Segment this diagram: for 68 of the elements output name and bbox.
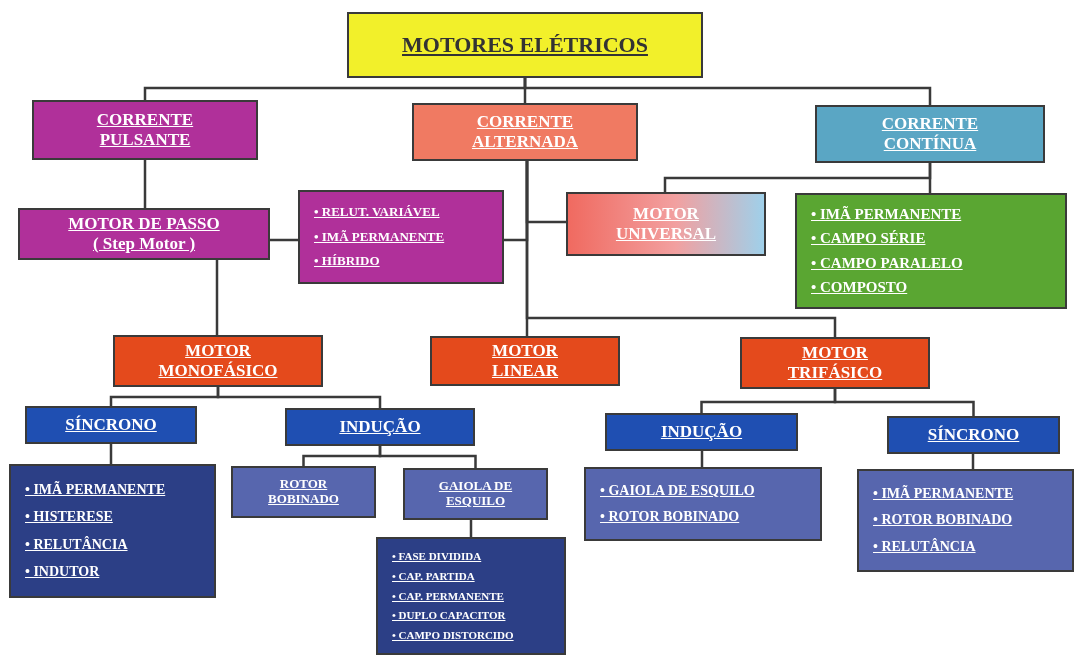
list-box bbox=[857, 469, 1074, 572]
category-box bbox=[231, 466, 376, 518]
box-label: MOTORES ELÉTRICOS bbox=[402, 32, 648, 58]
list-item: • IMÃ PERMANENTE bbox=[25, 481, 166, 498]
connector-line bbox=[525, 161, 837, 337]
category-box bbox=[566, 192, 766, 256]
list-item: • CAMPO DISTORCIDO bbox=[392, 629, 514, 642]
list-item: • RELUTÂNCIA bbox=[873, 539, 976, 556]
category-box bbox=[32, 100, 258, 160]
connector-line bbox=[216, 387, 382, 408]
list-item: • CAMPO SÉRIE bbox=[811, 230, 926, 248]
list-item: • ROTOR BOBINADO bbox=[600, 508, 740, 526]
box-label: SÍNCRONO bbox=[927, 425, 1020, 445]
list-item: • IMÃ PERMANENTE bbox=[873, 485, 1014, 502]
box-label: CORRENTE ALTERNADA bbox=[470, 112, 580, 152]
category-box bbox=[25, 406, 197, 444]
connector-line bbox=[109, 444, 113, 464]
list-item: • HÍBRIDO bbox=[314, 253, 380, 269]
box-label: GAIOLA DE ESQUILO bbox=[437, 479, 514, 509]
list-box bbox=[584, 467, 822, 541]
connector-line bbox=[378, 446, 477, 468]
list-item: • HISTERESE bbox=[25, 509, 113, 526]
box-label: MOTOR DE PASSO bbox=[68, 214, 220, 234]
list-box bbox=[795, 193, 1067, 309]
category-box bbox=[412, 103, 638, 161]
list-item: • FASE DIVIDIDA bbox=[392, 550, 482, 563]
connector-line bbox=[928, 163, 932, 193]
list-item: • INDUTOR bbox=[25, 564, 100, 581]
list-item: • DUPLO CAPACITOR bbox=[392, 609, 506, 623]
box-label: INDUÇÃO bbox=[660, 422, 743, 442]
list-item: • CAP. PARTIDA bbox=[392, 569, 475, 583]
category-box bbox=[347, 12, 703, 78]
connector-line bbox=[833, 389, 975, 416]
box-label: CORRENTE CONTÍNUA bbox=[880, 114, 980, 154]
box-label: INDUÇÃO bbox=[339, 417, 421, 437]
category-box bbox=[887, 416, 1060, 454]
list-item: • CAMPO PARALELO bbox=[811, 254, 963, 272]
list-box bbox=[298, 190, 504, 284]
box-label: MOTOR MONOFÁSICO bbox=[157, 341, 279, 381]
list-item: • IMÃ PERMANENTE bbox=[314, 229, 445, 245]
list-item: • COMPOSTO bbox=[811, 278, 908, 296]
box-label: MOTOR UNIVERSAL bbox=[614, 204, 718, 244]
category-box bbox=[18, 208, 270, 260]
box-label: ( Step Motor ) bbox=[92, 234, 196, 254]
category-box bbox=[815, 105, 1045, 163]
connector-line bbox=[523, 78, 932, 105]
list-item: • RELUT. VARIÁVEL bbox=[314, 205, 440, 221]
category-box bbox=[430, 336, 620, 386]
box-label: ROTOR BOBINADO bbox=[267, 477, 340, 507]
list-item: • GAIOLA DE ESQUILO bbox=[600, 482, 755, 500]
category-box bbox=[740, 337, 930, 389]
box-label: MOTOR TRIFÁSICO bbox=[786, 343, 884, 383]
list-item: • ROTOR BOBINADO bbox=[873, 512, 1013, 529]
category-box bbox=[605, 413, 798, 451]
category-box bbox=[113, 335, 323, 387]
box-label: MOTOR LINEAR bbox=[490, 341, 560, 381]
list-item: • CAP. PERMANENTE bbox=[392, 589, 504, 603]
box-label: CORRENTE PULSANTE bbox=[95, 110, 195, 150]
list-box bbox=[9, 464, 216, 598]
list-box bbox=[376, 537, 566, 655]
list-item: • IMÃ PERMANENTE bbox=[811, 206, 962, 224]
category-box bbox=[285, 408, 475, 446]
connector-line bbox=[270, 238, 298, 242]
list-item: • RELUTÂNCIA bbox=[25, 536, 128, 553]
connector-line bbox=[143, 160, 147, 208]
box-label: SÍNCRONO bbox=[65, 415, 157, 435]
connector-line bbox=[215, 260, 219, 335]
category-box bbox=[403, 468, 548, 520]
